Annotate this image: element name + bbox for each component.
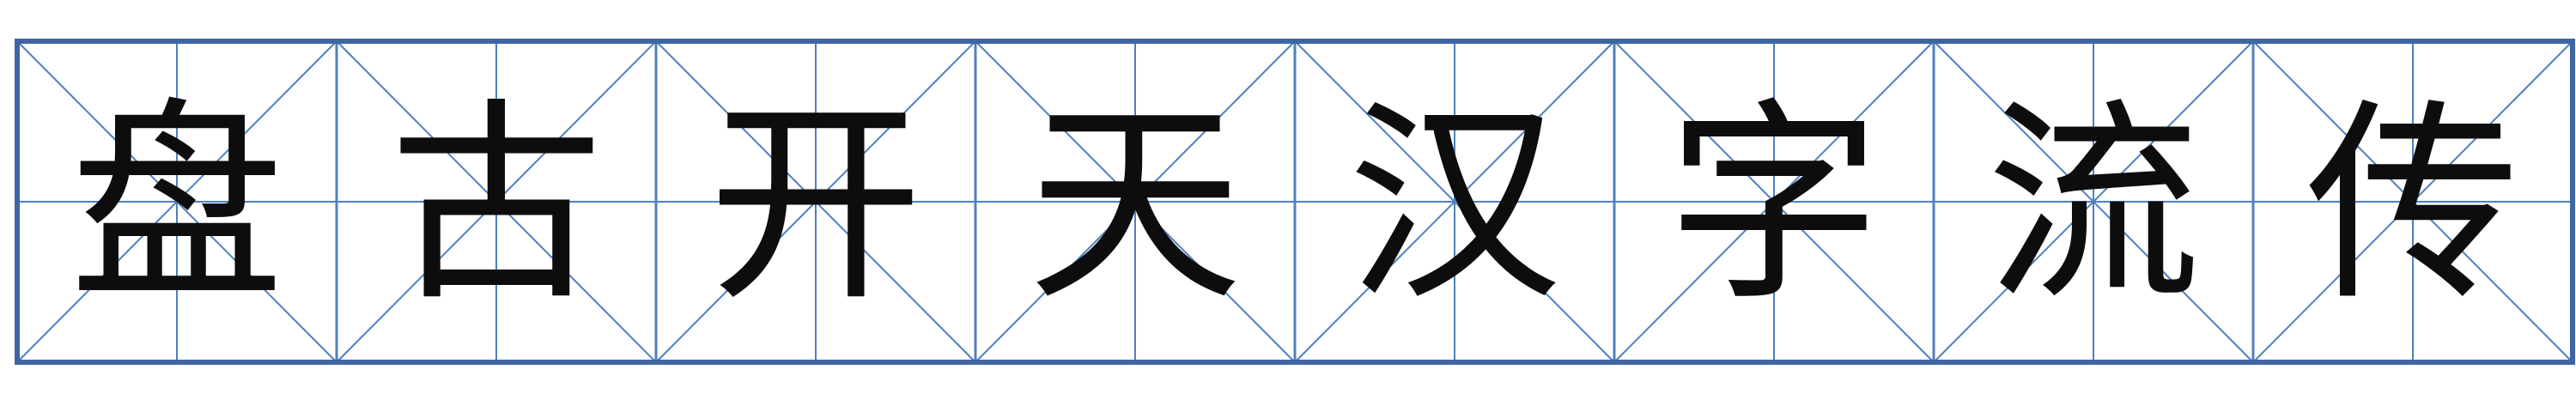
grid-cell: 开 <box>656 41 975 362</box>
grid-cell: 天 <box>975 41 1295 362</box>
grid-cell: 传 <box>2253 41 2573 362</box>
grid-cell: 古 <box>337 41 656 362</box>
outer-border <box>15 39 2575 365</box>
character-glyph: 传 <box>2306 80 2520 330</box>
character-glyph: 盘 <box>70 80 284 330</box>
character-glyph: 古 <box>389 80 604 330</box>
cell-lines-7 <box>1933 40 2254 363</box>
grid-inner-lines <box>16 40 2573 363</box>
cell-lines-3 <box>655 40 976 363</box>
cell-lines-5 <box>1294 40 1615 363</box>
character-glyph: 开 <box>708 80 923 330</box>
grid-cell: 字 <box>1614 41 1934 362</box>
character-glyph: 字 <box>1667 80 1881 330</box>
character-glyph: 汉 <box>1347 80 1562 330</box>
cell-lines-6 <box>1613 40 1935 363</box>
cell-lines-1 <box>16 40 337 363</box>
grid-cell: 盘 <box>17 41 337 362</box>
grid-cell: 流 <box>1934 41 2253 362</box>
character-glyph: 天 <box>1028 80 1242 330</box>
cell-lines-4 <box>975 40 1296 363</box>
cell-lines-2 <box>336 40 657 363</box>
grid-cell: 汉 <box>1295 41 1614 362</box>
cell-separators <box>335 41 2255 362</box>
character-glyph: 流 <box>1986 80 2201 330</box>
character-row: 盘 古 开 天 汉 字 流 传 <box>17 41 2573 362</box>
cell-lines-8 <box>2252 40 2573 363</box>
